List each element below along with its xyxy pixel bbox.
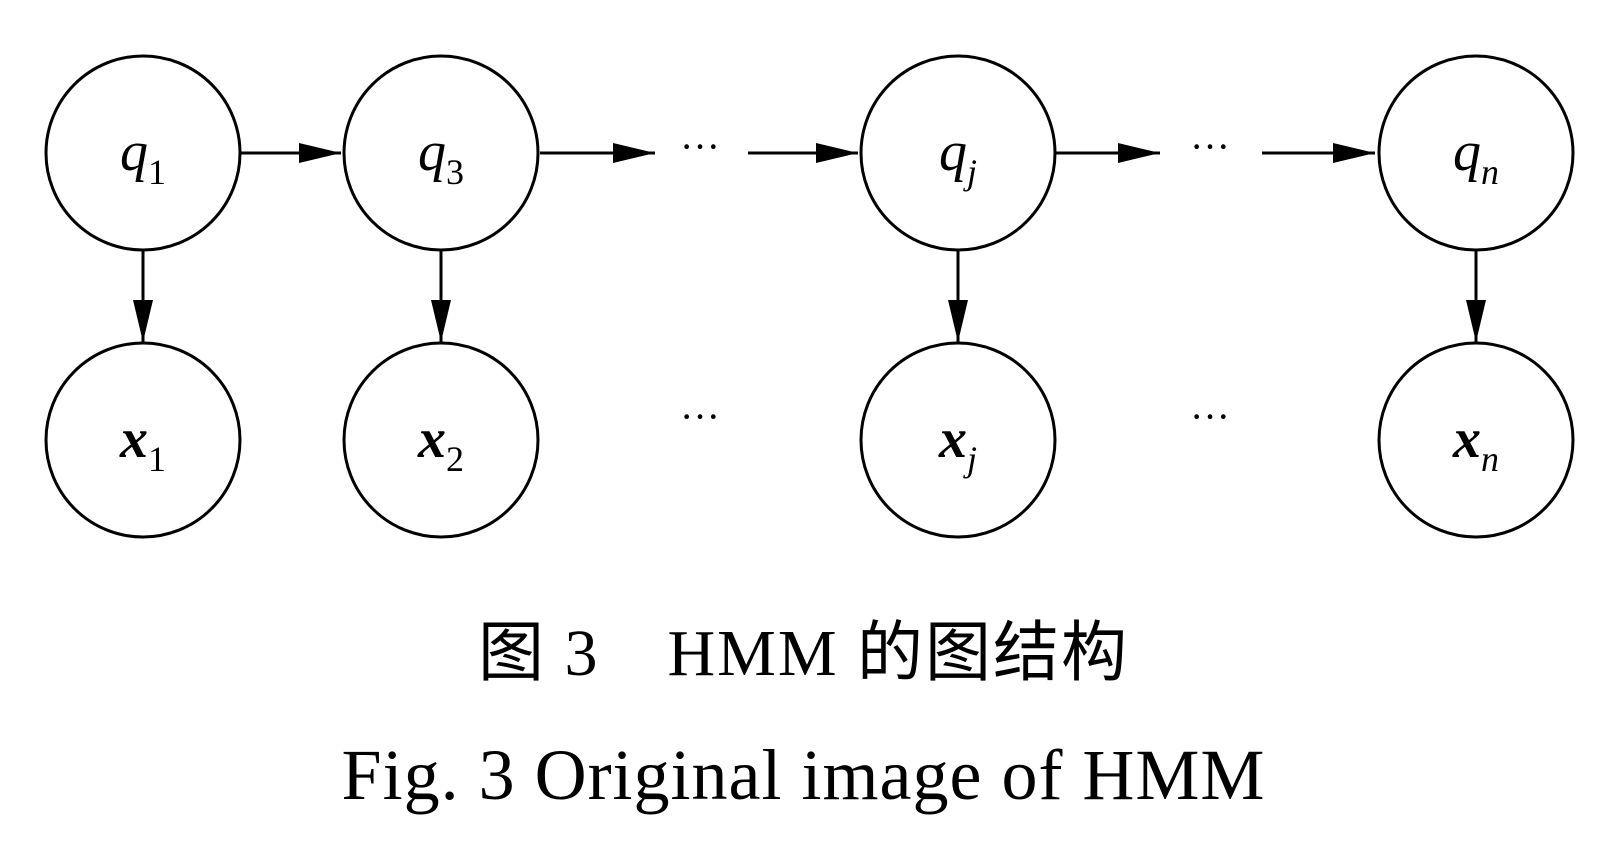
figure-caption-english: Fig. 3 Original image of HMM [341,735,1266,815]
node-subscript: 2 [446,439,464,479]
node-label: qn [1453,121,1499,192]
hidden-state-node: qn [1377,54,1575,252]
node-circle [44,341,242,539]
node-label: q1 [120,121,166,192]
node-symbol: q [1453,121,1481,183]
emission-edges [133,250,1486,342]
node-symbol: x [417,408,446,470]
node-label: q3 [418,121,464,192]
node-symbol: q [418,121,446,183]
hidden-state-node: q3 [342,54,540,252]
observation-row: x1 x2 xj xn [44,341,1575,539]
node-subscript: n [1481,439,1499,479]
node-symbol: x [119,408,148,470]
node-symbol: q [120,121,148,183]
hmm-graph-diagram: q1 q3 qj qn x1 x2 xj xn [44,54,1575,539]
node-subscript: j [963,152,977,192]
node-circle [1377,341,1575,539]
ellipsis-bottom-left: ··· [680,394,720,439]
node-circle [44,54,242,252]
node-label: xn [1452,408,1499,479]
ellipsis-group: ··· ··· ··· ··· [680,124,1230,439]
node-symbol: x [938,408,967,470]
observation-node: xj [859,341,1057,539]
node-symbol: q [939,121,967,183]
node-label: qj [939,121,977,192]
hidden-state-node: qj [859,54,1057,252]
node-subscript: 3 [446,152,464,192]
node-circle [859,54,1057,252]
node-circle [859,341,1057,539]
node-subscript: n [1481,152,1499,192]
node-subscript: j [963,439,977,479]
node-circle [1377,54,1575,252]
node-symbol: x [1452,408,1481,470]
ellipsis-bottom-right: ··· [1190,394,1230,439]
node-label: xj [938,408,977,479]
node-subscript: 1 [148,152,166,192]
node-circle [342,341,540,539]
hidden-state-node: q1 [44,54,242,252]
node-label: x2 [417,408,464,479]
node-label: x1 [119,408,166,479]
node-circle [342,54,540,252]
observation-node: x1 [44,341,242,539]
hidden-state-row: q1 q3 qj qn [44,54,1575,252]
node-subscript: 1 [148,439,166,479]
figure-caption-chinese: 图 3 HMM 的图结构 [477,617,1130,690]
ellipsis-top-left: ··· [680,124,720,169]
observation-node: x2 [342,341,540,539]
ellipsis-top-right: ··· [1190,124,1230,169]
observation-node: xn [1377,341,1575,539]
